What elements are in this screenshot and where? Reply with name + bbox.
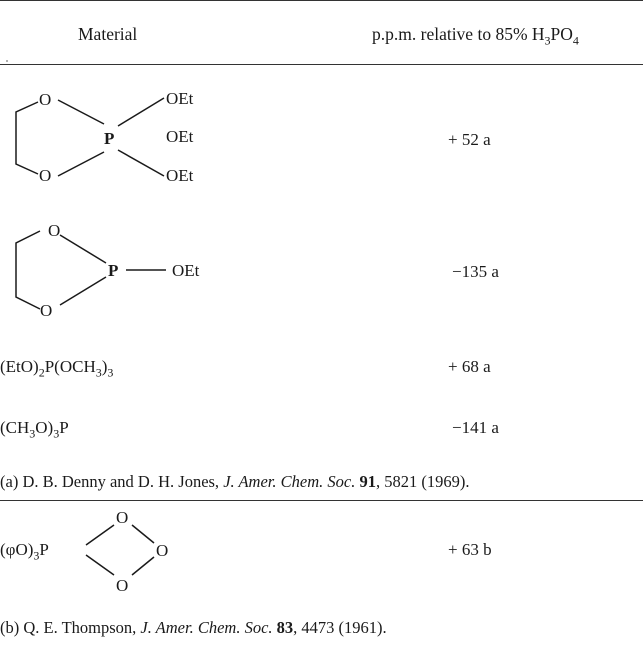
formula-row-3: (EtO)2P(OCH3)3: [0, 357, 113, 382]
formula-part: (φO): [0, 540, 34, 559]
shift-header-po: PO: [550, 24, 573, 44]
shift-value-row-1: + 52 a: [448, 130, 491, 149]
shift-header-h: H: [531, 24, 545, 44]
atom-oet-2: OEt: [166, 127, 194, 146]
atom-o-top: O: [48, 221, 60, 240]
bond-p-oet-top: [117, 97, 165, 127]
atom-o-top: O: [116, 508, 128, 527]
atom-p: P: [104, 129, 114, 148]
formula-part: P(OCH: [44, 357, 96, 376]
section-rule: [0, 500, 643, 501]
structure-trioxaphospholane: O O O: [85, 508, 168, 595]
reference-authors: D. B. Denny and D. H. Jones,: [22, 472, 220, 491]
formula-row-4: (CH3O)3P: [0, 418, 69, 443]
bond-o-top-o-right: [131, 524, 155, 544]
bond-p-o-top: [85, 524, 115, 546]
reference-a: (a) D. B. Denny and D. H. Jones, J. Amer…: [0, 472, 469, 492]
reference-volume: 83: [276, 618, 294, 637]
shift-value-row-2: −135 a: [452, 262, 499, 281]
atom-o-top: O: [39, 90, 51, 109]
reference-journal: J. Amer. Chem. Soc.: [223, 472, 356, 491]
structure-cyclic-phosphite: O O P OEt: [15, 221, 200, 320]
reference-volume: 91: [359, 472, 376, 491]
formula-part: ): [101, 357, 108, 376]
bond-o-bottom-p: [85, 554, 115, 576]
formula-part: O): [35, 418, 54, 437]
shift-value-row-5: + 63 b: [448, 540, 492, 559]
formula-part: P: [59, 418, 69, 437]
structure-spiro-phosphorane: O O P OEt OEt OEt: [15, 89, 194, 185]
reference-b: (b) Q. E. Thompson, J. Amer. Chem. Soc. …: [0, 618, 387, 638]
shift-header-sub-4: 4: [572, 33, 579, 48]
table-top-rule: [0, 0, 643, 1]
bond-o-right-o-bottom: [131, 556, 155, 576]
ring-bond-left: [15, 101, 39, 175]
shift-value-row-4: −141 a: [452, 418, 499, 437]
atom-o-bottom: O: [116, 576, 128, 595]
bond-o-top-p: [59, 234, 107, 264]
bond-p-oet-bottom: [117, 149, 165, 177]
reference-pages: , 5821 (1969).: [375, 472, 470, 491]
reference-label: (a): [0, 472, 19, 491]
bond-o-top-p: [57, 99, 105, 125]
formula-sub: 3: [33, 548, 40, 563]
reference-pages: , 4473 (1961).: [293, 618, 387, 637]
formula-part: (EtO): [0, 357, 39, 376]
reference-label: (b): [0, 618, 20, 637]
reference-journal: J. Amer. Chem. Soc.: [140, 618, 273, 637]
column-header-material: Material: [78, 24, 138, 44]
formula-sub: 3: [53, 426, 60, 441]
formula-row-5: (φO)3P: [0, 540, 49, 565]
bond-o-bottom-p: [59, 276, 107, 306]
atom-p: P: [108, 261, 118, 280]
atom-oet: OEt: [172, 261, 200, 280]
bond-o-bottom-p: [57, 151, 105, 177]
formula-part: (CH: [0, 418, 30, 437]
header-rule: [0, 64, 643, 65]
formula-sub: 2: [38, 365, 45, 380]
formula-sub: 3: [107, 365, 114, 380]
formula-sub: 3: [95, 365, 102, 380]
column-header-shift: p.p.m. relative to 85% H3PO4: [372, 24, 579, 51]
atom-o-bottom: O: [40, 301, 52, 320]
atom-o-bottom: O: [39, 166, 51, 185]
atom-oet-3: OEt: [166, 166, 194, 185]
formula-part: P: [39, 540, 49, 559]
formula-sub: 3: [29, 426, 36, 441]
shift-header-percent: %: [512, 24, 528, 44]
reference-authors: Q. E. Thompson,: [23, 618, 137, 637]
shift-header-sub-3: 3: [544, 33, 551, 48]
shift-value-row-3: + 68 a: [448, 357, 491, 376]
shift-header-prefix: p.p.m. relative to 85: [372, 24, 513, 44]
ring-bond-left: [15, 230, 41, 310]
atom-o-right: O: [156, 541, 168, 560]
stray-dot: [6, 60, 8, 62]
atom-oet-1: OEt: [166, 89, 194, 108]
